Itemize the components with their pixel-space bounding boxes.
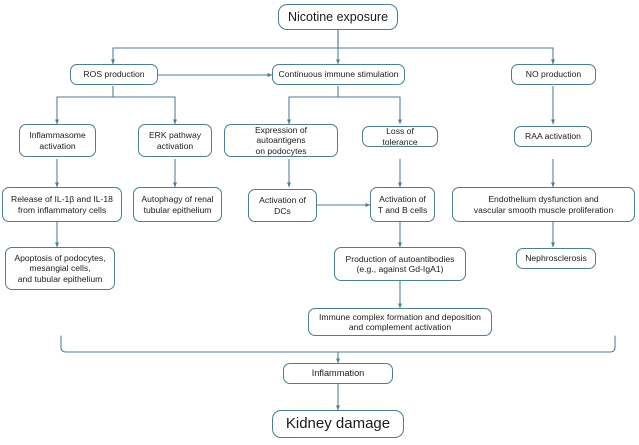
collector-bracket <box>60 335 616 353</box>
node-no-production[interactable]: NO production <box>511 64 596 85</box>
edge-nicotine-no <box>337 30 555 65</box>
node-ros-production[interactable]: ROS production <box>70 64 158 85</box>
node-apoptosis-podocytes[interactable]: Apoptosis of podocytes, mesangial cells,… <box>5 247 115 290</box>
node-immune-complex-formation[interactable]: Immune complex formation and deposition … <box>308 308 492 336</box>
node-endothelium-dysfunction[interactable]: Endothelium dysfunction and vascular smo… <box>452 187 635 222</box>
node-raa-activation[interactable]: RAA activation <box>514 126 592 147</box>
node-loss-of-tolerance[interactable]: Loss of tolerance <box>362 126 438 147</box>
edge-ros-inflammasome <box>55 86 114 125</box>
edge-immune-autoantigens <box>287 86 339 125</box>
node-inflammation[interactable]: Inflammation <box>283 363 393 384</box>
node-activation-of-dcs[interactable]: Activation of DCs <box>248 189 317 222</box>
edge-nicotine-ros <box>111 30 339 65</box>
node-nephrosclerosis[interactable]: Nephrosclerosis <box>516 248 596 269</box>
edge-immune-tolerance <box>337 86 402 125</box>
node-kidney-damage[interactable]: Kidney damage <box>272 410 404 438</box>
node-production-of-autoantibodies[interactable]: Production of autoantibodies (e.g., agai… <box>334 247 466 281</box>
node-nicotine-exposure[interactable]: Nicotine exposure <box>278 4 398 30</box>
node-continuous-immune-stimulation[interactable]: Continuous immune stimulation <box>272 64 405 85</box>
edge-ros-erk <box>112 86 177 125</box>
node-activation-t-and-b-cells[interactable]: Activation of T and B cells <box>370 187 435 222</box>
node-release-il1b-il18[interactable]: Release of IL-1β and IL-18 from inflamma… <box>2 187 122 222</box>
node-inflammasome-activation[interactable]: Inflammasome activation <box>19 124 96 157</box>
node-erk-pathway-activation[interactable]: ERK pathway activation <box>138 124 212 157</box>
node-expression-of-autoantigens[interactable]: Expression of autoantigens on podocytes <box>224 124 338 157</box>
node-autophagy-renal-tubular-epithelium[interactable]: Autophagy of renal tubular epithelium <box>133 187 222 222</box>
